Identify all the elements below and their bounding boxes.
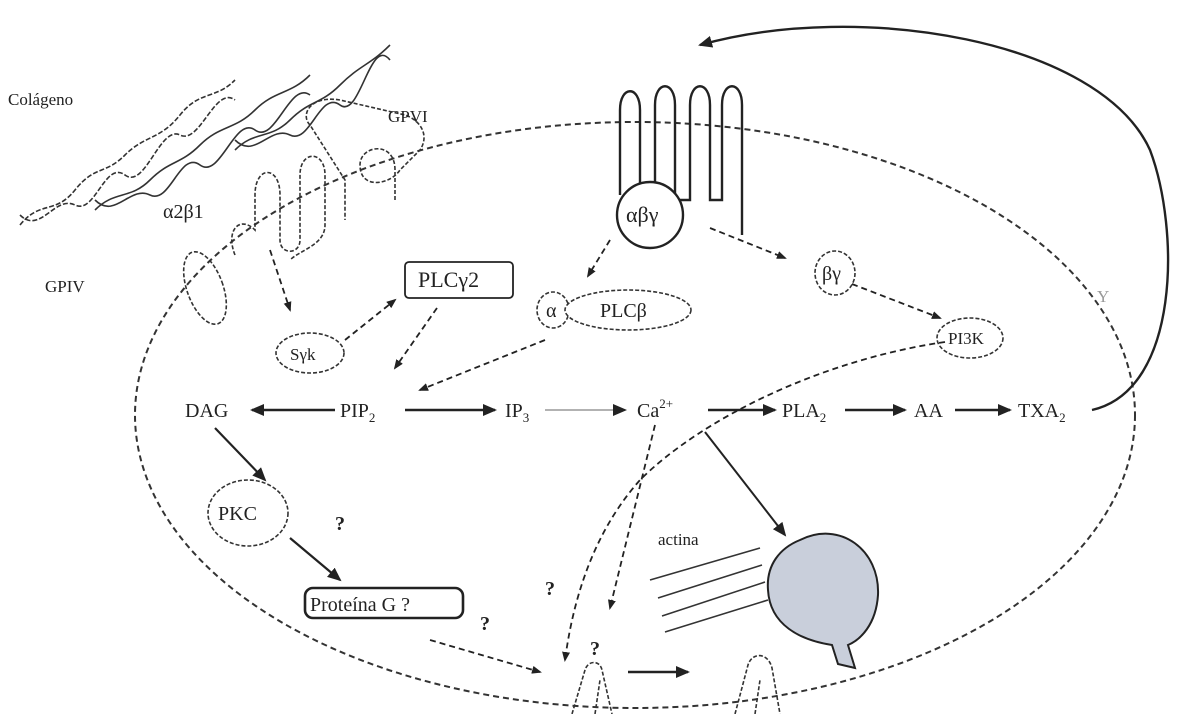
txa2-label: TXA2 [1018, 400, 1066, 425]
pla2-label: PLA2 [782, 400, 826, 425]
pi3k-label: PI3K [948, 329, 985, 348]
question-mark-pkc: ? [335, 513, 345, 535]
aa-label: AA [914, 400, 943, 422]
alpha-label: α [546, 300, 557, 322]
question-mark-left: ? [545, 578, 555, 600]
question-mark-g: ? [480, 613, 490, 635]
pkc-label: PKC [218, 503, 257, 525]
abg-label: αβγ [626, 202, 659, 227]
dag-label: DAG [185, 400, 228, 422]
syk-label: Sγk [290, 345, 316, 364]
ip3-label: IP3 [505, 400, 529, 425]
collagen-fibers [20, 45, 390, 225]
a2b1-receptor [232, 156, 325, 260]
proteina-g-label: Proteína G ? [310, 594, 410, 616]
question-mark-center: ? [590, 638, 600, 660]
granule-vesicle [768, 534, 878, 668]
feedback-arrow [700, 27, 1168, 410]
plcg2-label: PLCγ2 [418, 267, 479, 292]
pip2-label: PIP2 [340, 400, 375, 425]
actin-filaments [650, 548, 768, 632]
gpvi-label: GPVI [388, 107, 428, 126]
colageno-label: Colágeno [8, 90, 73, 109]
a2b1-label: α2β1 [163, 201, 204, 223]
stray-mark: Y [1097, 287, 1109, 306]
bg-label: βγ [822, 263, 841, 285]
ca2-label: Ca2+ [637, 396, 673, 422]
plcb-label: PLCβ [600, 300, 647, 322]
actina-label: actina [658, 530, 699, 549]
gpiv-label: GPIV [45, 277, 85, 296]
membrane-fusion-sketch [572, 656, 780, 714]
